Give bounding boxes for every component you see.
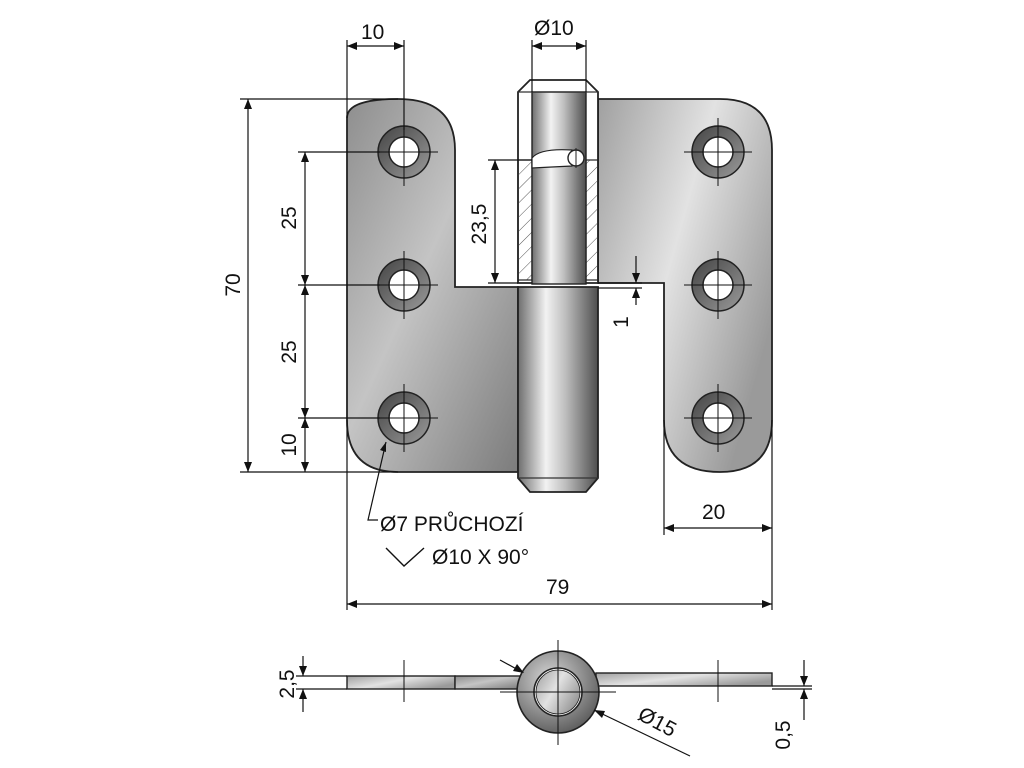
side-left-plate: [346, 675, 456, 690]
dim-knuckle-diameter: Ø15: [634, 703, 680, 742]
dim-hole-edge: 10: [278, 433, 301, 456]
side-dimension-lines: [296, 656, 812, 757]
dimension-lines: [240, 40, 773, 610]
lower-knuckle: [517, 286, 599, 493]
dim-pin-length: 23,5: [468, 204, 491, 245]
dim-leaf-width: 10: [361, 21, 384, 44]
note-countersink: Ø10 X 90°: [432, 546, 529, 569]
dim-hole-pitch-lower: 25: [278, 340, 301, 363]
dim-pin-diameter: Ø10: [534, 17, 574, 40]
dim-overall-width: 79: [546, 576, 569, 599]
dim-gap: 1: [610, 316, 633, 328]
side-right-plate: [595, 672, 773, 687]
dim-right-offset: 20: [702, 501, 725, 524]
side-view: [346, 640, 773, 745]
note-through-hole: Ø7 PRŮCHOZÍ: [380, 512, 524, 536]
front-view: [346, 79, 773, 493]
dim-overall-height: 70: [222, 273, 245, 296]
dim-plate-thickness: 2,5: [276, 669, 299, 698]
dimension-labels: 10 Ø10 70 25 25 10 23,5 1 20 79 Ø7 PRŮCH…: [222, 17, 725, 599]
countersink-icon: [385, 547, 425, 567]
dim-hole-pitch-upper: 25: [278, 206, 301, 229]
side-left-plate-inner: [454, 675, 521, 690]
pin: [531, 91, 587, 285]
dim-clearance: 0,5: [772, 720, 795, 749]
